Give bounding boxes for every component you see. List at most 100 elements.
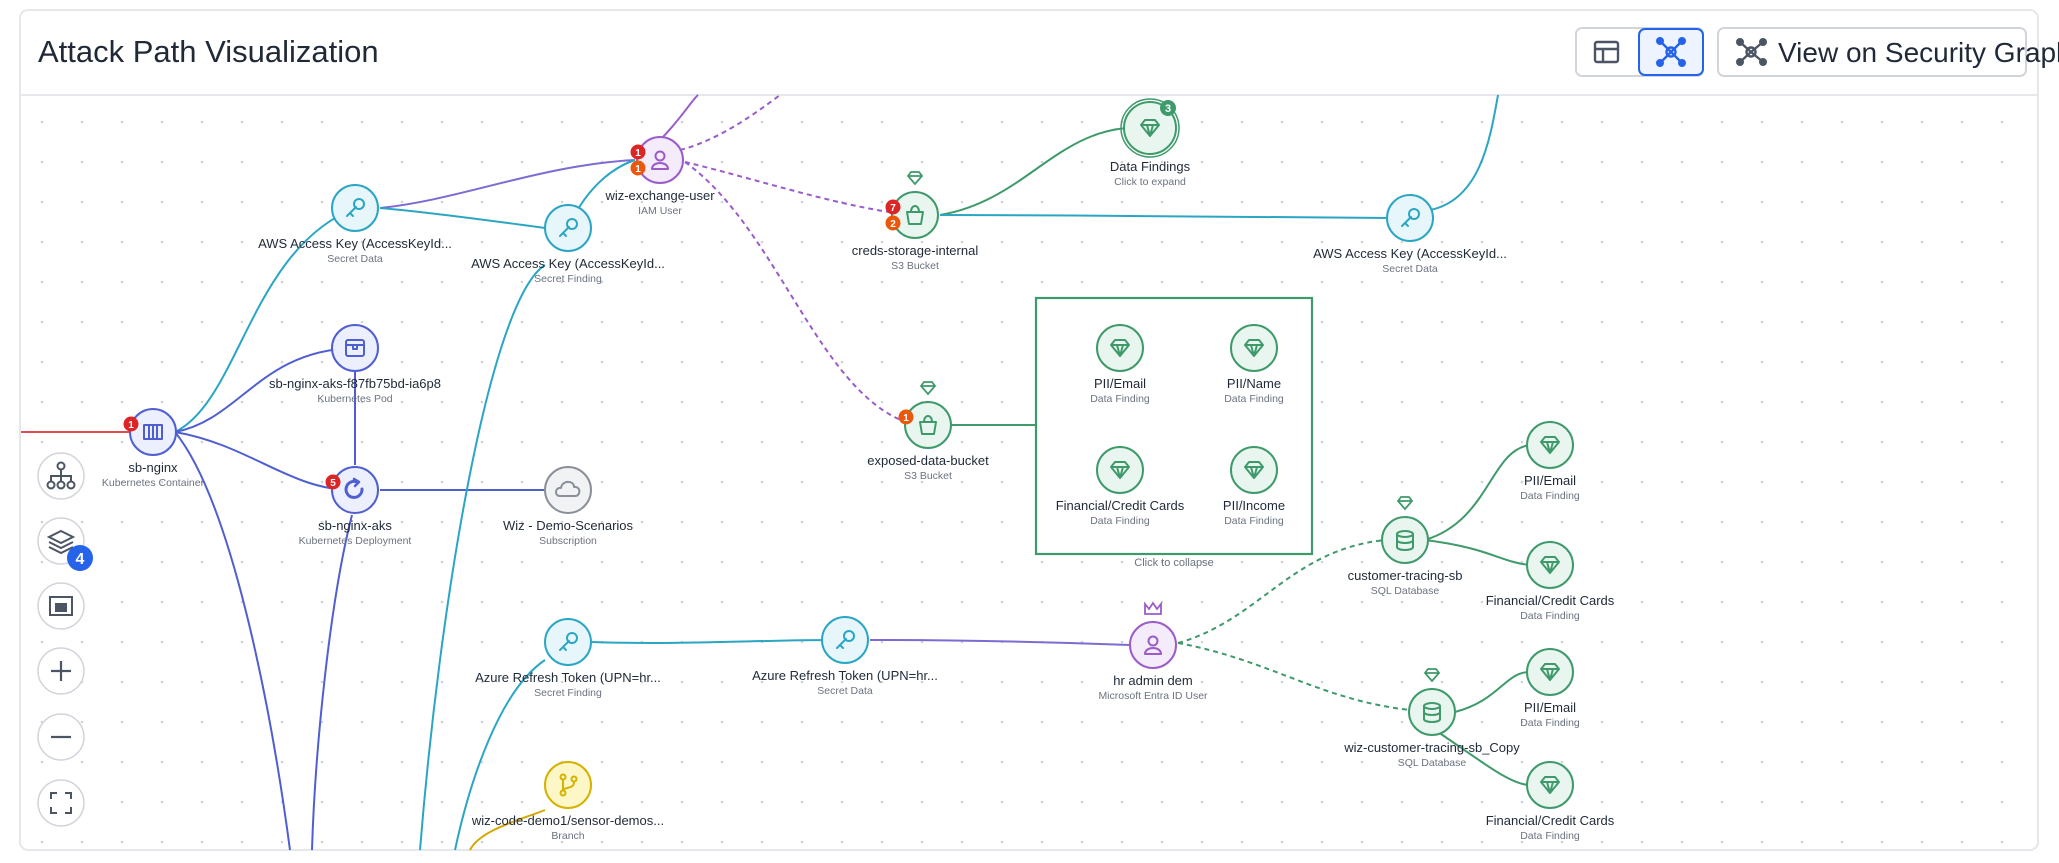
graph-node-awskey1[interactable]: AWS Access Key (AccessKeyId...Secret Dat… — [258, 184, 452, 265]
gem-icon — [1140, 119, 1160, 137]
branch-icon — [559, 773, 578, 797]
issue-badge: 2 — [885, 215, 901, 231]
node-name: wiz-customer-tracing-sb_Copy — [1343, 740, 1520, 755]
key-icon — [1401, 208, 1420, 227]
gem-icon — [1244, 461, 1264, 479]
group-collapse-label[interactable]: Click to collapse — [1134, 557, 1213, 569]
gem-icon — [1244, 339, 1264, 357]
node-type: Secret Data — [817, 685, 873, 697]
graph-node-branch[interactable]: wiz-code-demo1/sensor-demos...Branch — [471, 761, 664, 842]
node-circle[interactable] — [544, 761, 592, 809]
node-circle[interactable] — [1096, 446, 1144, 494]
node-circle[interactable] — [1526, 541, 1574, 589]
node-name: Azure Refresh Token (UPN=hr... — [475, 670, 661, 685]
node-circle[interactable] — [1230, 446, 1278, 494]
node-name: exposed-data-bucket — [867, 453, 989, 468]
node-circle[interactable] — [1381, 516, 1429, 564]
fit-view-button[interactable] — [37, 779, 85, 827]
user-icon — [651, 150, 669, 170]
key-icon — [559, 632, 578, 651]
minimap-button[interactable] — [37, 582, 85, 630]
view-on-security-graph-button[interactable]: View on Security Graph — [1717, 27, 2059, 77]
node-name: Financial/Credit Cards — [1056, 498, 1185, 513]
pod-icon — [345, 339, 365, 357]
node-type: Secret Finding — [534, 687, 602, 699]
node-type: SQL Database — [1371, 585, 1440, 597]
node-circle[interactable] — [891, 191, 939, 239]
table-view-button[interactable] — [1577, 29, 1638, 75]
node-name: Financial/Credit Cards — [1486, 813, 1615, 828]
node-name: sb-nginx — [128, 460, 178, 475]
node-circle[interactable] — [904, 401, 952, 449]
gem-icon — [1396, 496, 1414, 511]
node-name: PII/Email — [1524, 700, 1576, 715]
user-icon — [1144, 635, 1162, 655]
node-name: PII/Income — [1223, 498, 1285, 513]
deployment-icon — [344, 477, 364, 499]
bucket-icon — [919, 415, 937, 435]
layers-button[interactable]: 4 — [37, 517, 93, 571]
svg-text:1: 1 — [635, 148, 641, 159]
database-icon — [1423, 702, 1441, 723]
node-circle[interactable] — [1526, 648, 1574, 696]
node-name: PII/Email — [1094, 376, 1146, 391]
view-toggle — [1575, 27, 1704, 77]
node-circle[interactable] — [1230, 324, 1278, 372]
graph-node-awskey3[interactable]: AWS Access Key (AccessKeyId...Secret Dat… — [1313, 194, 1507, 275]
node-circle[interactable] — [1526, 421, 1574, 469]
node-circle[interactable] — [1123, 101, 1177, 155]
canvas-controls: 4 — [37, 452, 93, 827]
layout-button[interactable] — [37, 452, 85, 500]
graph-node-azure2[interactable]: Azure Refresh Token (UPN=hr... Secret Dat… — [752, 616, 938, 697]
node-circle[interactable] — [331, 466, 379, 514]
node-name: Azure Refresh Token (UPN=hr... — [752, 668, 938, 683]
node-name: PII/Email — [1524, 473, 1576, 488]
zoom-in-button[interactable] — [37, 647, 85, 695]
gem-icon — [919, 381, 937, 396]
cloud-icon — [555, 480, 581, 497]
node-circle[interactable] — [1408, 688, 1456, 736]
node-type: Data Finding — [1090, 515, 1150, 527]
issue-badge: 1 — [630, 160, 646, 176]
node-name: AWS Access Key (AccessKeyId... — [471, 256, 665, 271]
node-type: Secret Data — [1382, 263, 1438, 275]
graph-node-azure1[interactable]: Azure Refresh Token (UPN=hr... Secret Fin… — [475, 618, 661, 699]
gem-icon — [1540, 556, 1560, 574]
table-icon — [1593, 40, 1620, 64]
node-circle[interactable] — [1096, 324, 1144, 372]
node-type: Data Finding — [1224, 515, 1284, 527]
gem-icon — [1540, 436, 1560, 454]
node-circle[interactable] — [1526, 761, 1574, 809]
layers-count-badge: 4 — [67, 545, 93, 571]
node-name: Wiz - Demo-Scenarios — [503, 518, 634, 533]
gem-icon — [1540, 776, 1560, 794]
bucket-icon — [906, 205, 924, 225]
graph-node-awskey2[interactable]: AWS Access Key (AccessKeyId...Secret Fin… — [471, 204, 665, 285]
node-circle[interactable] — [544, 466, 592, 514]
gem-icon — [1110, 339, 1130, 357]
node-type: Data Finding — [1520, 830, 1580, 842]
graph-view-button[interactable] — [1638, 28, 1704, 76]
zoom-out-button[interactable] — [37, 713, 85, 761]
